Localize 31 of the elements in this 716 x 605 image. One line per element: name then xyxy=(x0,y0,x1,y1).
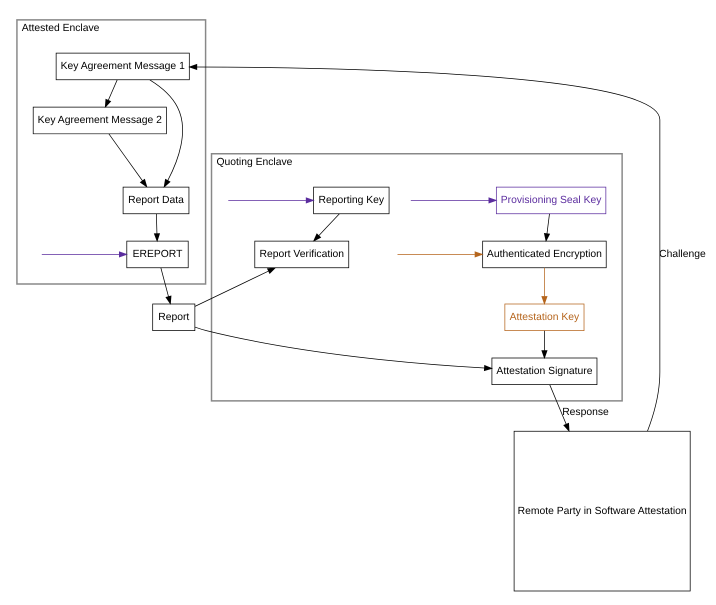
node-box: EREPORT xyxy=(126,240,189,268)
node-box: Attestation Signature xyxy=(492,358,598,385)
arrow xyxy=(149,80,183,188)
arrow xyxy=(194,326,493,372)
node-box: Key Agreement Message 2 xyxy=(32,106,167,134)
node-box: Attestation Key xyxy=(504,304,584,331)
arrow xyxy=(544,214,550,242)
arrow xyxy=(541,330,548,360)
edge-label: Response xyxy=(562,407,609,418)
arrow xyxy=(194,267,276,307)
arrow xyxy=(228,197,315,204)
arrow xyxy=(397,251,484,258)
arrow xyxy=(104,80,118,108)
arrow xyxy=(410,197,498,204)
arrow xyxy=(41,251,128,258)
arrow xyxy=(541,268,548,305)
arrow xyxy=(160,268,172,305)
arrow xyxy=(312,214,340,242)
arrow xyxy=(549,384,570,432)
node-box: Provisioning Seal Key xyxy=(496,186,606,214)
node-box: Report Data xyxy=(122,186,190,214)
node-box: Remote Party in Software Attestation xyxy=(514,430,691,592)
arrow xyxy=(108,133,148,188)
node-box: Authenticated Encryption xyxy=(482,240,607,268)
node-box: Report Verification xyxy=(254,240,350,268)
node-box: Reporting Key xyxy=(313,186,390,214)
edge-label: Challenge xyxy=(659,249,706,260)
arrow xyxy=(154,214,160,242)
node-box: Key Agreement Message 1 xyxy=(56,52,190,80)
node-box: Report xyxy=(152,304,196,331)
arrow xyxy=(188,64,660,432)
